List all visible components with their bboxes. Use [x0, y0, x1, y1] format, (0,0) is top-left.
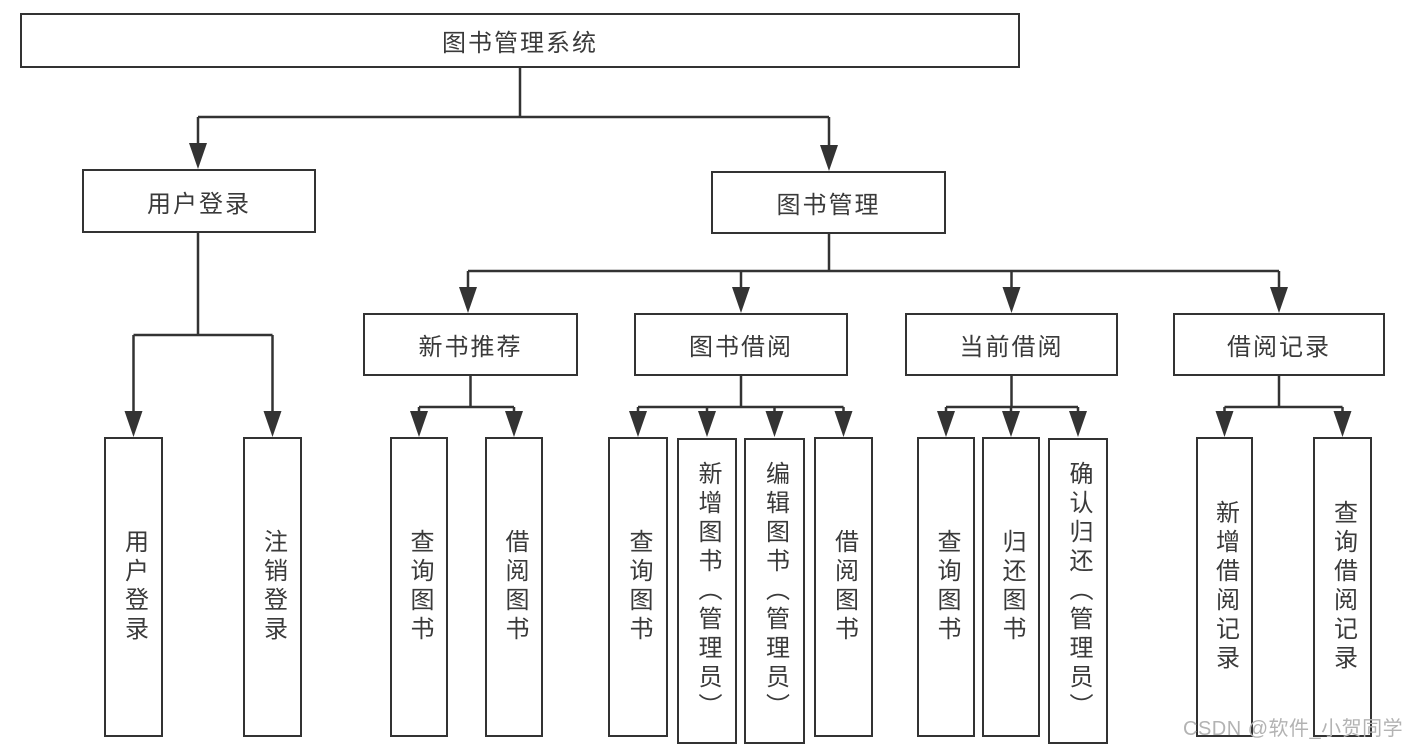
node-add-borrow-record: 新增借阅记录 [1196, 437, 1253, 737]
connector-user-login-branch [124, 233, 282, 437]
arrow-down-icon [834, 411, 853, 437]
arrow-down-icon [1069, 411, 1087, 437]
arrow-down-icon [937, 411, 955, 437]
arrow-down-icon [1270, 287, 1288, 313]
node-library-management-system: 图书管理系统 [20, 13, 1020, 68]
arrow-down-icon [698, 411, 716, 437]
connector-book-management-branch [459, 233, 1288, 313]
node-book-management: 图书管理 [711, 171, 946, 234]
node-user-login-leaf: 用户登录 [104, 437, 163, 737]
node-confirm-return-admin: 确认归还（管理员） [1048, 438, 1108, 744]
node-current-borrowing: 当前借阅 [905, 313, 1118, 376]
arrow-down-icon [1002, 287, 1021, 313]
arrow-down-icon [410, 411, 428, 437]
node-query-books-borrow: 查询图书 [608, 437, 668, 737]
arrow-down-icon [459, 287, 477, 313]
node-query-borrow-record: 查询借阅记录 [1313, 437, 1372, 737]
connector-new-book-branch [410, 376, 523, 437]
connector-current-borrow-branch [937, 376, 1087, 437]
arrow-down-icon [1002, 411, 1020, 437]
arrow-down-icon [820, 145, 838, 171]
csdn-watermark: CSDN @软件_小贺同学 [1183, 718, 1404, 740]
node-borrowing-records: 借阅记录 [1173, 313, 1385, 376]
node-logout-leaf: 注销登录 [243, 437, 302, 737]
node-edit-books-admin: 编辑图书（管理员） [744, 438, 805, 744]
arrow-down-icon [765, 411, 784, 437]
arrow-down-icon [505, 411, 523, 437]
arrow-down-icon [263, 411, 282, 437]
arrow-down-icon [124, 411, 143, 437]
connector-root-to-level2 [189, 68, 838, 171]
connector-path [636, 376, 845, 415]
connector-path [132, 233, 274, 415]
node-query-books-current: 查询图书 [917, 437, 975, 737]
arrow-down-icon [732, 287, 750, 313]
node-book-borrowing: 图书借阅 [634, 313, 848, 376]
connector-path [1223, 376, 1344, 415]
node-borrow-books-leaf: 借阅图书 [814, 437, 873, 737]
node-borrow-books-recommend: 借阅图书 [485, 437, 543, 737]
arrow-down-icon [1215, 411, 1234, 437]
connector-path [196, 68, 831, 149]
arrow-down-icon [189, 143, 207, 169]
connector-path [466, 233, 1281, 291]
connector-path [417, 376, 516, 415]
node-user-login: 用户登录 [82, 169, 316, 233]
node-query-books-recommend: 查询图书 [390, 437, 448, 737]
node-new-book-recommend: 新书推荐 [363, 313, 578, 376]
connector-path [944, 376, 1080, 415]
connector-records-branch [1215, 376, 1352, 437]
arrow-down-icon [1333, 411, 1352, 437]
node-add-books-admin: 新增图书（管理员） [677, 438, 737, 744]
connector-book-borrow-branch [629, 376, 853, 437]
arrow-down-icon [629, 411, 647, 437]
node-return-books: 归还图书 [982, 437, 1040, 737]
